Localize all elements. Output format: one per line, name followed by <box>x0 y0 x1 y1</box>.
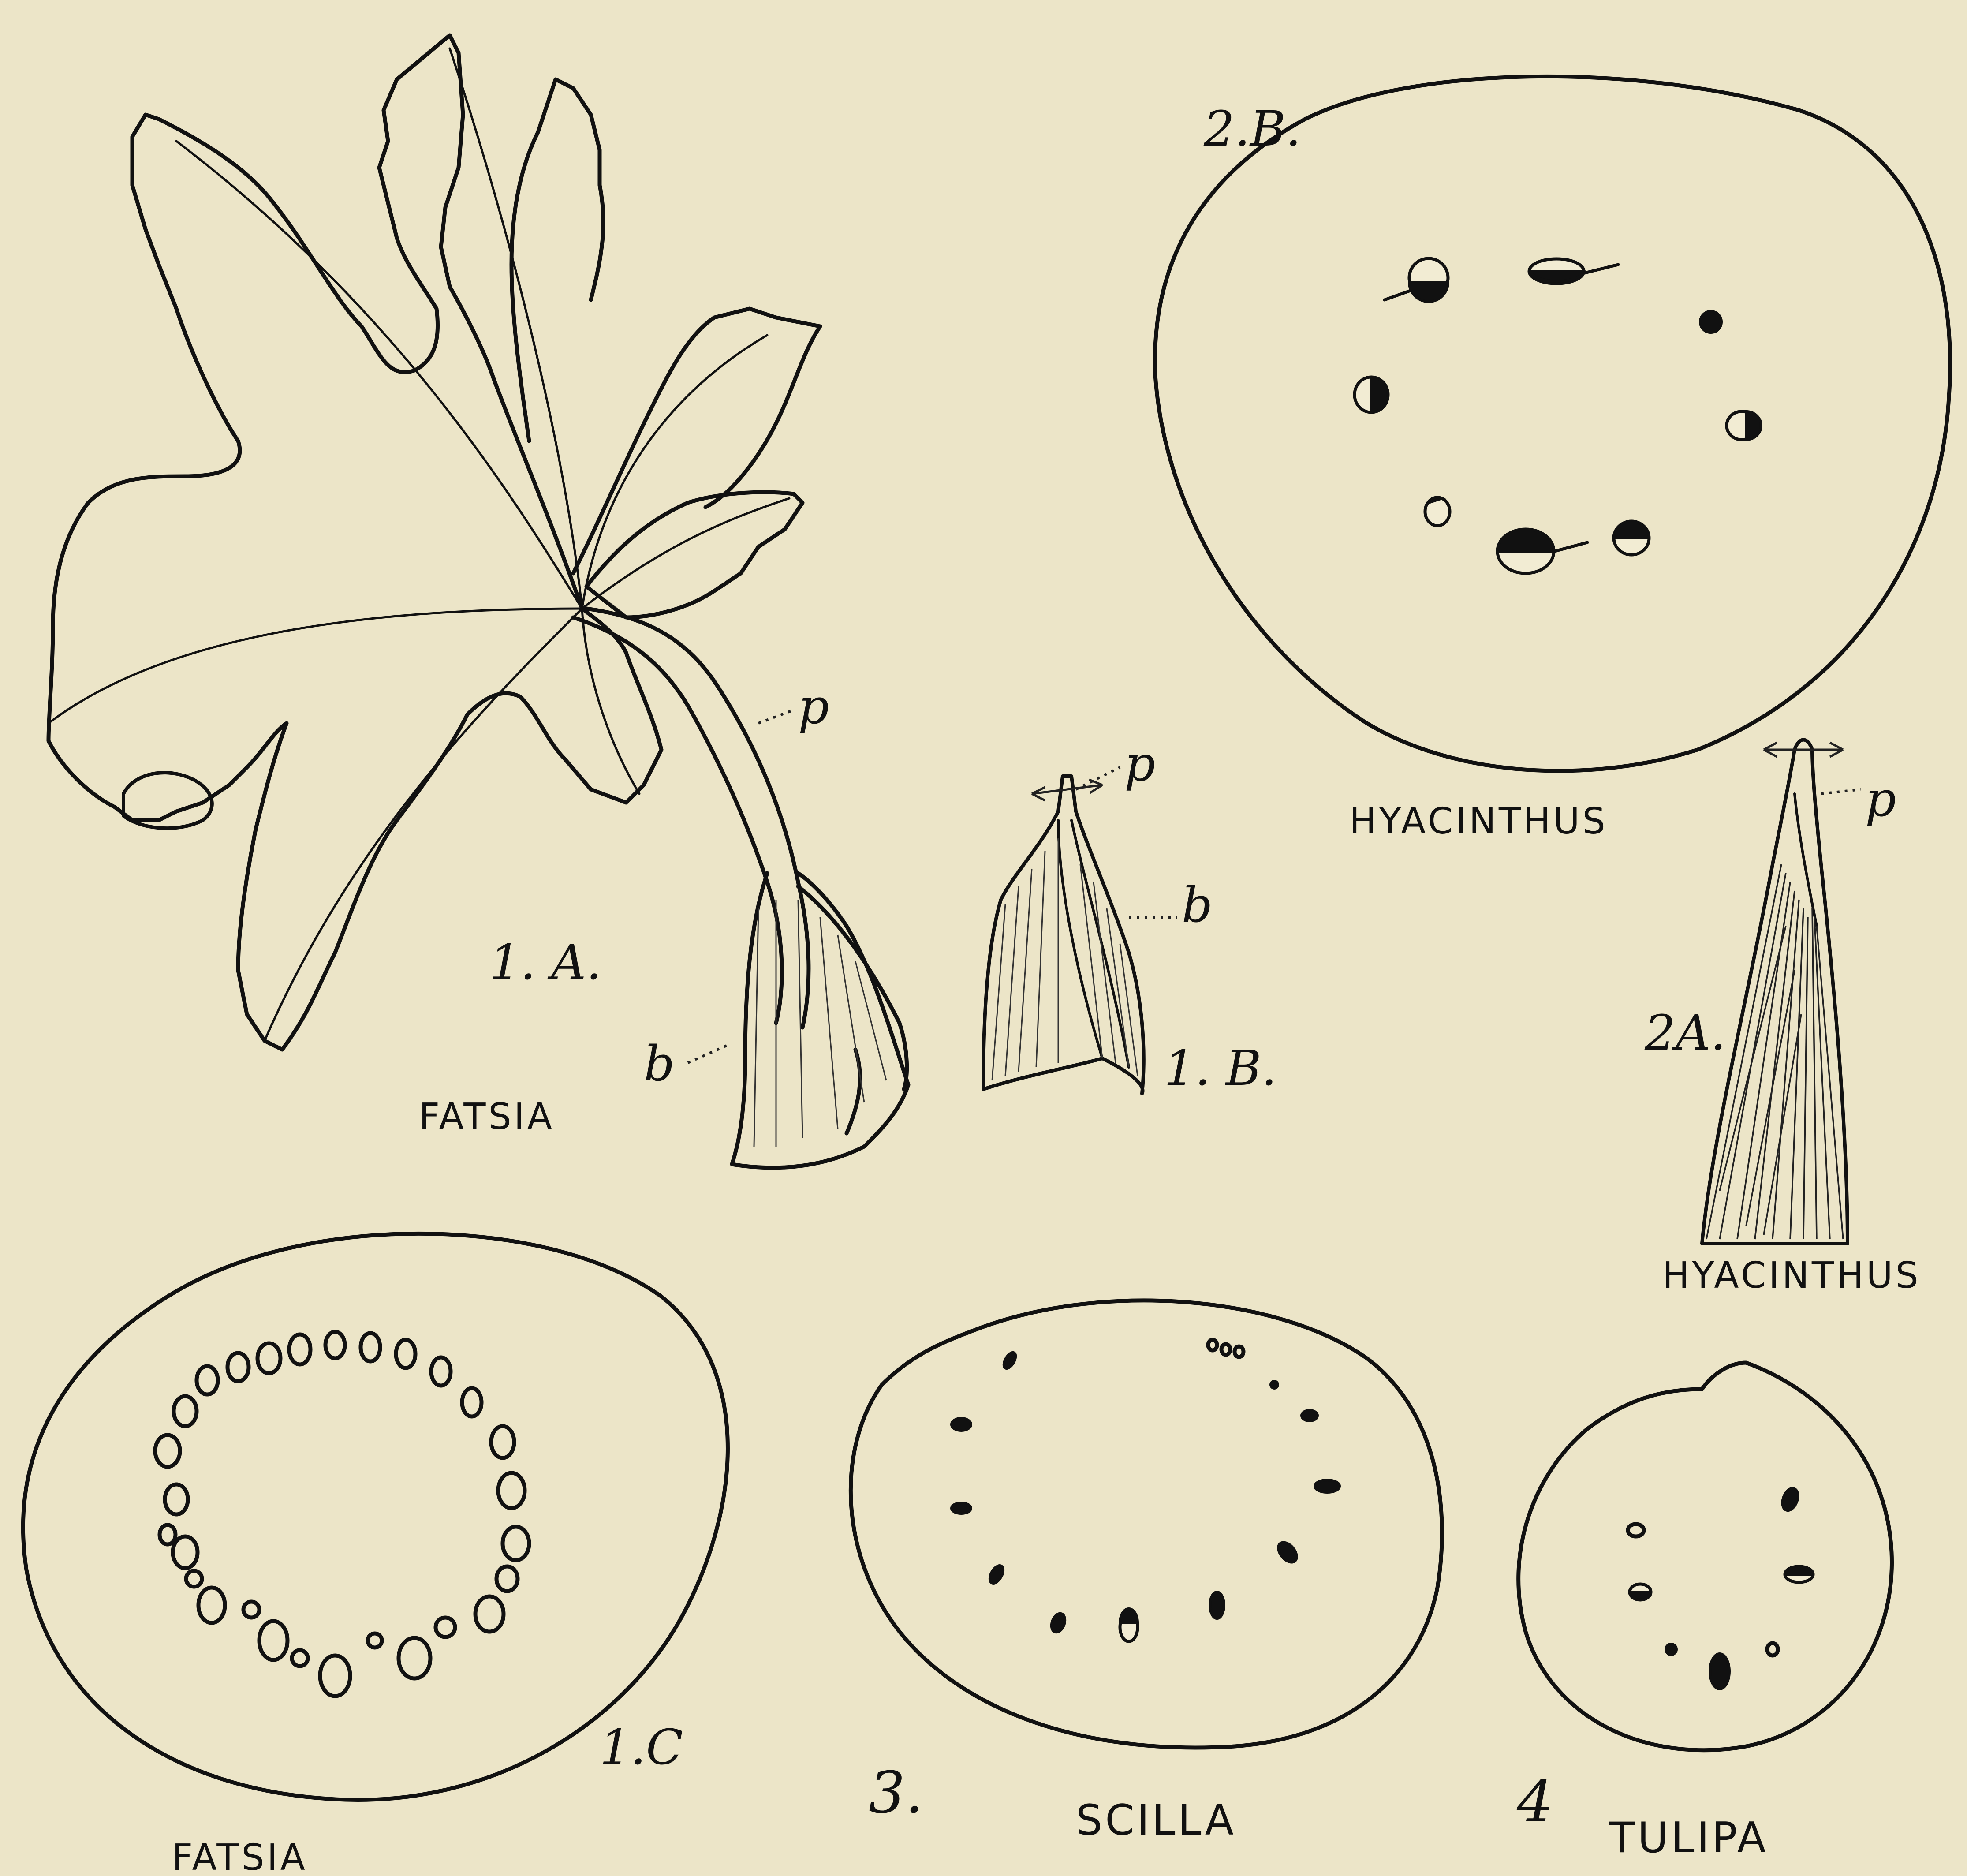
fig-4-number: 4 <box>1516 1768 1553 1835</box>
fig-2a-number: 2A. <box>1644 1005 1726 1061</box>
fig-1b-petiole-label: p <box>1124 736 1155 792</box>
fig-2a-genus-label: HYACINTHUS <box>1662 1255 1921 1297</box>
fig-1a-base-label: b <box>644 1035 675 1092</box>
tulipa-vascular-bundles <box>1628 1486 1813 1689</box>
fig-3-number: 3. <box>869 1759 923 1826</box>
fig-1a-petiole-label: p <box>798 678 829 735</box>
fatsia-leaf-drawing <box>49 35 908 1168</box>
tulipa-cross-section <box>1519 1363 1892 1750</box>
fig-1c-genus-label: FATSIA <box>172 1837 308 1876</box>
scilla-vascular-bundles <box>952 1340 1340 1641</box>
fig-1a-genus-label: FATSIA <box>419 1096 555 1138</box>
fig-2b-number: 2.B. <box>1203 101 1301 157</box>
fig-1c-number: 1.C <box>600 1719 683 1775</box>
hyacinthus-leaf-base-drawing <box>1702 740 1861 1244</box>
fatsia-vascular-ring <box>155 1332 529 1696</box>
hyacinthus-cross-section <box>1155 76 1950 771</box>
fig-2a-petiole-label: p <box>1865 771 1896 827</box>
fig-3-genus-label: SCILLA <box>1076 1796 1236 1845</box>
fatsia-cross-section <box>23 1233 728 1800</box>
fig-1b-number: 1. B. <box>1164 1040 1277 1096</box>
hyacinthus-vascular-bundles <box>1355 258 1761 573</box>
fatsia-leaf-base-drawing <box>983 767 1177 1094</box>
fig-2b-genus-label: HYACINTHUS <box>1349 800 1608 842</box>
fig-4-genus-label: TULIPA <box>1609 1814 1769 1862</box>
scilla-cross-section <box>851 1300 1442 1748</box>
fig-1b-base-label: b <box>1182 877 1213 933</box>
fig-1a-number: 1. A. <box>489 934 601 990</box>
